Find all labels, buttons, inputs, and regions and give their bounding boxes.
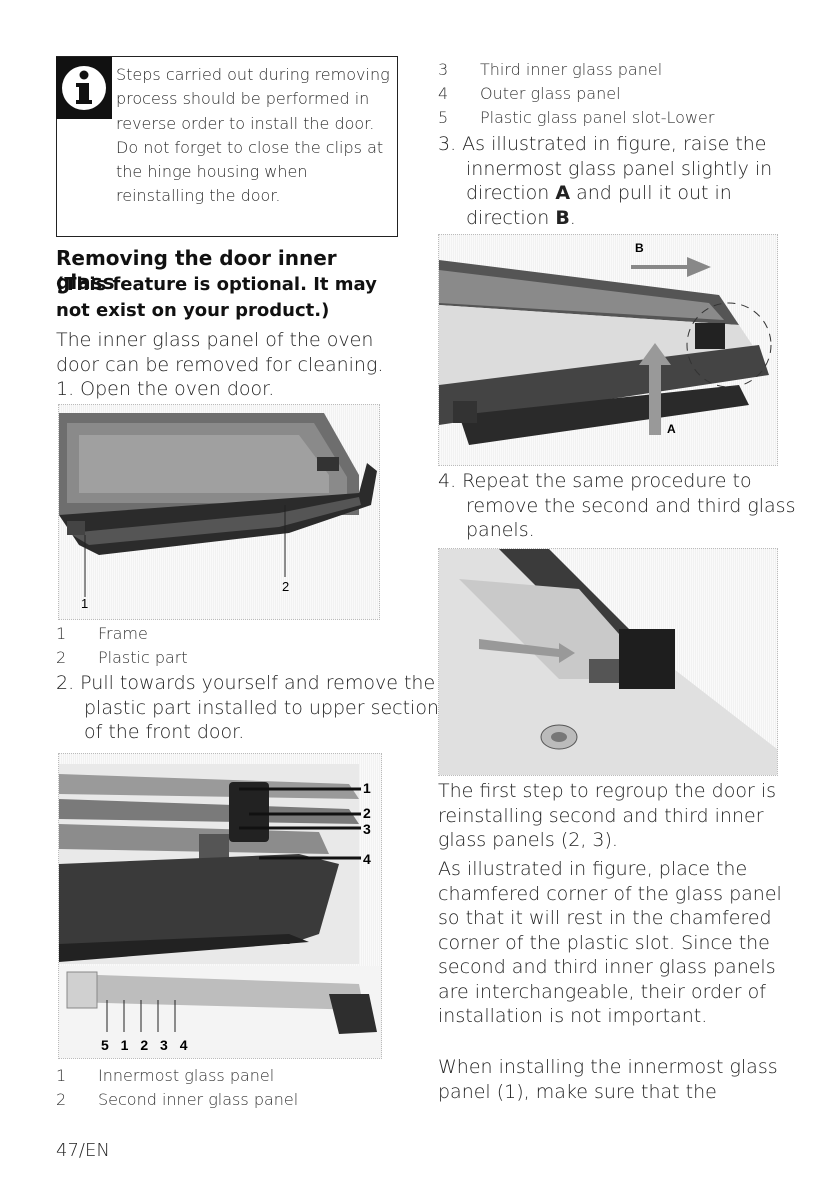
fig2-label-4: 4 [363, 851, 371, 867]
figure-raise-panel: B A [438, 234, 778, 466]
paragraph-1: The first step to regroup the door is re… [438, 780, 777, 851]
paragraph-2: As illustrated in figure, place the cham… [438, 858, 782, 1027]
intro-text: The inner glass panel of the oven door c… [56, 329, 384, 376]
info-box [56, 56, 398, 237]
fig1-label-1: 1 [81, 596, 88, 611]
step-4: 4. Repeat the same procedure to remove t… [438, 470, 796, 541]
fig2-label-2: 2 [363, 805, 371, 821]
fig2-label-1: 1 [363, 780, 371, 796]
fig3-label-b: B [635, 241, 644, 255]
fig3-label-a: A [667, 422, 676, 436]
info-text: Steps carried out during removing proces… [116, 65, 390, 206]
step-2: 2. Pull towards yourself and remove the … [56, 672, 440, 743]
figure-panel-slot [438, 548, 778, 776]
section-subtitle: (This feature is optional. It may not ex… [56, 274, 377, 321]
step-3: 3. As illustrated in figure, raise the i… [438, 133, 773, 229]
info-icon [56, 57, 112, 119]
figure-glass-panels: 1 2 3 4 5 1 2 3 4 [58, 753, 382, 1059]
page-number: 47/EN [56, 1140, 110, 1161]
fig2-bottom-labels: 5 1 2 3 4 [101, 1037, 192, 1053]
fig1-label-2: 2 [282, 579, 289, 594]
paragraph-3: When installing the innermost glass pane… [438, 1056, 778, 1103]
step-1: 1. Open the oven door. [56, 378, 275, 400]
figure-oven-door: 2 1 [58, 404, 380, 620]
fig2-label-3: 3 [363, 821, 371, 837]
section-title: Removing the door inner glass [56, 246, 337, 294]
